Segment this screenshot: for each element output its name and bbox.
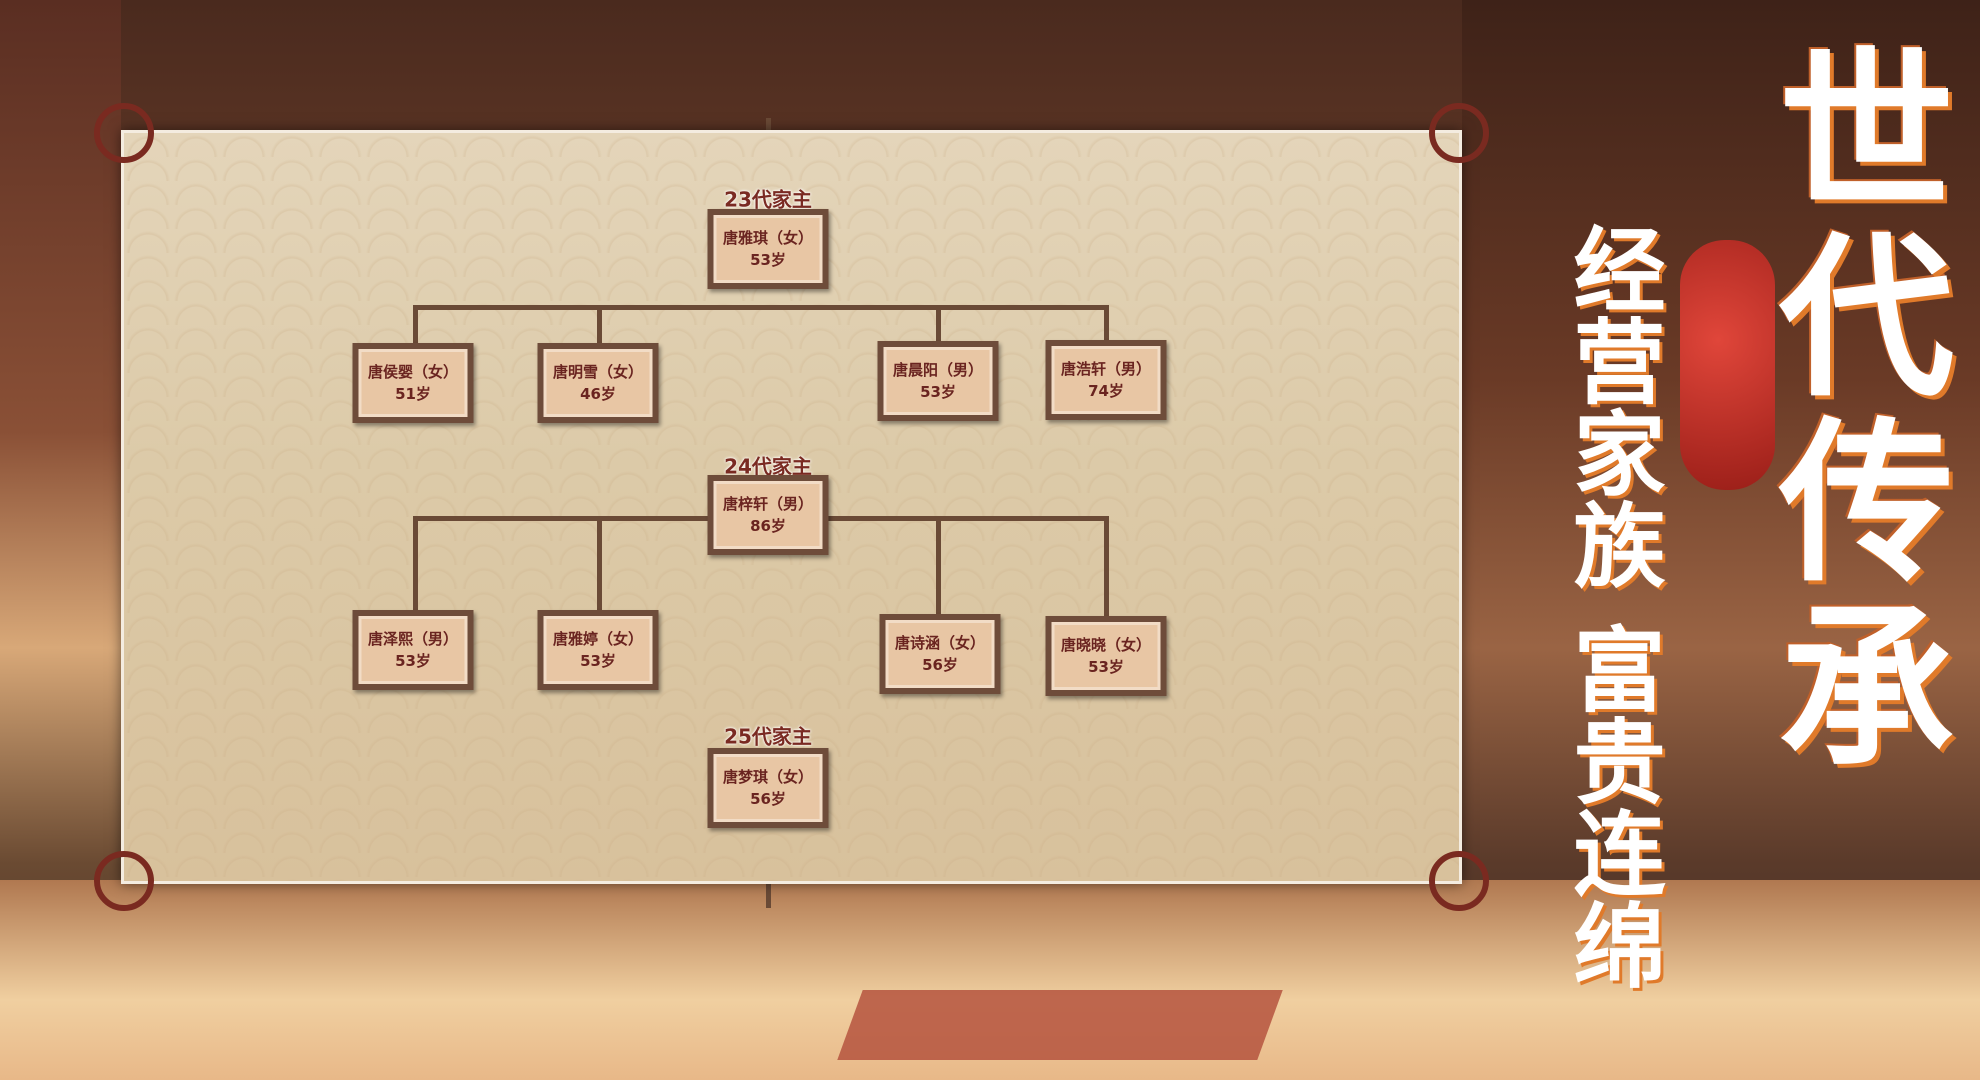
rug — [837, 990, 1283, 1060]
node-age: 53岁 — [750, 251, 786, 269]
family-node[interactable]: 唐侯婴（女） 51岁 — [352, 343, 474, 423]
node-name: 唐雅琪（女） — [722, 229, 813, 247]
node-name: 唐梦琪（女） — [722, 768, 813, 786]
corner-ornament — [94, 851, 154, 911]
generation-label: 25代家主 — [724, 724, 812, 749]
connector-line — [1104, 305, 1109, 345]
connector-line — [413, 305, 1109, 310]
node-age: 53岁 — [580, 652, 616, 670]
generation-label: 24代家主 — [724, 454, 812, 479]
connector-line — [936, 305, 941, 345]
node-age: 53岁 — [395, 652, 431, 670]
node-name: 唐雅婷（女） — [552, 630, 643, 648]
node-name: 唐明雪（女） — [552, 363, 643, 381]
node-age: 56岁 — [922, 656, 958, 674]
node-name: 唐泽熙（男） — [367, 630, 458, 648]
node-name: 唐晓晓（女） — [1060, 636, 1151, 654]
corner-ornament — [1429, 851, 1489, 911]
node-name: 唐侯婴（女） — [367, 363, 458, 381]
family-node-head-24[interactable]: 唐梓轩（男） 86岁 — [707, 475, 829, 555]
connector-line — [597, 516, 602, 610]
family-node[interactable]: 唐明雪（女） 46岁 — [537, 343, 659, 423]
generation-label: 23代家主 — [724, 187, 812, 212]
node-age: 53岁 — [1088, 658, 1124, 676]
node-age: 53岁 — [920, 383, 956, 401]
family-node-head-25[interactable]: 唐梦琪（女） 56岁 — [707, 748, 829, 828]
corner-ornament — [1429, 103, 1489, 163]
connector-line — [413, 305, 418, 345]
node-name: 唐诗涵（女） — [894, 634, 985, 652]
main-title: 世代传承 — [1749, 40, 1954, 780]
node-age: 56岁 — [750, 790, 786, 808]
family-node[interactable]: 唐晨阳（男） 53岁 — [877, 341, 999, 421]
connector-line — [1104, 516, 1109, 616]
family-node[interactable]: 唐雅婷（女） 53岁 — [537, 610, 659, 690]
node-age: 46岁 — [580, 385, 616, 403]
connector-line — [936, 516, 941, 614]
family-node[interactable]: 唐诗涵（女） 56岁 — [879, 614, 1001, 694]
red-lantern — [1680, 240, 1775, 490]
connector-line — [413, 516, 418, 610]
family-node[interactable]: 唐晓晓（女） 53岁 — [1045, 616, 1167, 696]
node-age: 51岁 — [395, 385, 431, 403]
family-node-head-23[interactable]: 唐雅琪（女） 53岁 — [707, 209, 829, 289]
connector-line — [597, 305, 602, 345]
node-name: 唐晨阳（男） — [892, 361, 983, 379]
node-age: 86岁 — [750, 517, 786, 535]
node-name: 唐浩轩（男） — [1060, 360, 1151, 378]
corner-ornament — [94, 103, 154, 163]
family-node[interactable]: 唐泽熙（男） 53岁 — [352, 610, 474, 690]
family-node[interactable]: 唐浩轩（男） 74岁 — [1045, 340, 1167, 420]
node-name: 唐梓轩（男） — [722, 495, 813, 513]
subtitle: 经营家族 富贵连绵 — [1558, 222, 1665, 991]
node-age: 74岁 — [1088, 382, 1124, 400]
